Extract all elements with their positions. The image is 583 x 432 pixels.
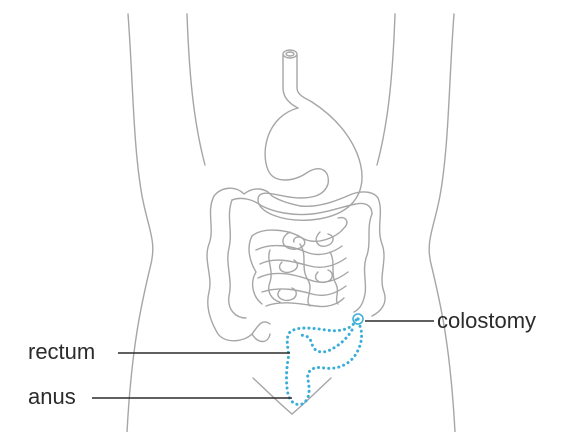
stomach: [258, 102, 362, 220]
appendix: [252, 334, 270, 342]
esophagus: [283, 55, 312, 108]
torso-right-outline: [429, 14, 455, 432]
inner-right-contour: [377, 14, 395, 165]
rectum-dotted-path: [287, 320, 362, 405]
anus-label: anus: [28, 386, 76, 408]
colon-dotted-inner: [298, 330, 352, 352]
rectum-label: rectum: [28, 341, 95, 363]
colostomy-label: colostomy: [437, 310, 536, 332]
colostomy-stoma: [353, 314, 363, 324]
ascending-colon: [207, 196, 270, 341]
torso-left-outline: [127, 14, 153, 432]
inner-left-contour: [187, 14, 205, 165]
right-groin-line: [292, 378, 331, 414]
descending-colon: [372, 198, 385, 316]
esophagus-opening: [283, 50, 297, 58]
small-intestine: [249, 218, 348, 307]
